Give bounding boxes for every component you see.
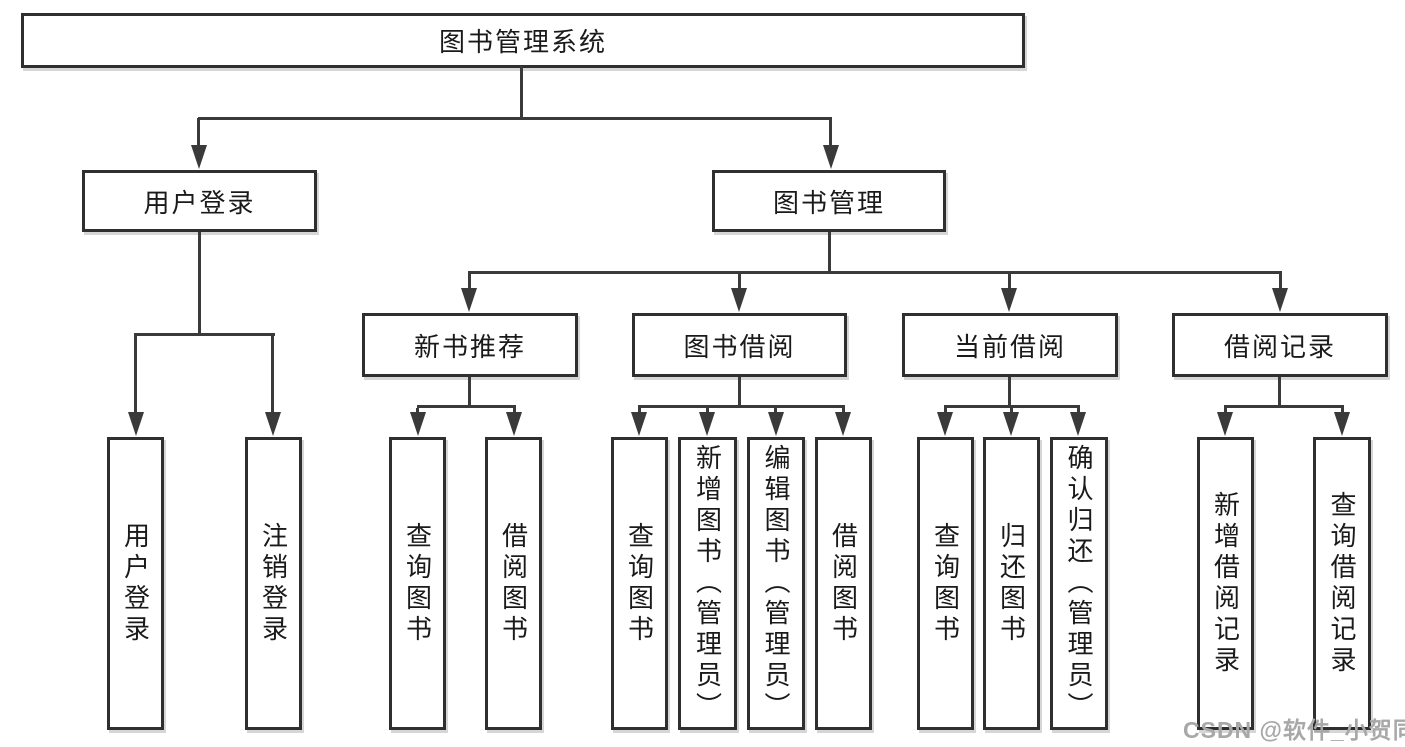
node-book-borrowing: 图书借阅: [632, 313, 847, 377]
arrow-down-icon: [823, 145, 839, 169]
connector-line: [828, 232, 831, 273]
arrow-down-icon: [1003, 412, 1019, 436]
leaf-logout-label: 注销登录: [258, 521, 289, 646]
leaf-confirm-return-admin-label: 确认归还（管理员）: [1064, 444, 1094, 723]
connector-line: [468, 377, 471, 407]
leaf-borrow-books-1-label: 借阅图书: [498, 521, 529, 646]
leaf-return-books-label: 归还图书: [996, 521, 1027, 646]
arrow-down-icon: [835, 412, 851, 436]
leaf-borrow-books-2: 借阅图书: [815, 437, 872, 730]
connector-line: [134, 336, 137, 414]
node-new-book-recommend-label: 新书推荐: [413, 331, 526, 362]
connector-line: [944, 405, 1080, 408]
connector-line: [1008, 274, 1011, 290]
arrow-down-icon: [1001, 288, 1017, 312]
arrow-down-icon: [128, 412, 144, 436]
arrow-down-icon: [768, 412, 784, 436]
connector-line: [738, 274, 741, 290]
connector-line: [738, 377, 741, 407]
arrow-down-icon: [731, 288, 747, 312]
leaf-return-books: 归还图书: [983, 437, 1040, 730]
leaf-add-books-admin-label: 新增图书（管理员）: [692, 444, 723, 723]
node-user-login: 用户登录: [82, 170, 317, 232]
leaf-query-books-1-label: 查询图书: [402, 521, 433, 646]
arrow-down-icon: [410, 412, 426, 436]
node-current-borrowing-label: 当前借阅: [953, 331, 1066, 362]
node-book-borrowing-label: 图书借阅: [683, 331, 796, 362]
connector-line: [468, 271, 1282, 274]
connector-line: [1008, 377, 1011, 407]
arrow-down-icon: [1272, 288, 1288, 312]
leaf-add-books-admin: 新增图书（管理员）: [678, 437, 737, 730]
connector-line: [198, 232, 201, 336]
watermark: CSDN @软件_小贺同学: [1183, 717, 1405, 743]
arrow-down-icon: [1334, 412, 1350, 436]
leaf-borrow-books-1: 借阅图书: [485, 437, 542, 730]
arrow-down-icon: [265, 412, 281, 436]
leaf-add-borrow-record: 新增借阅记录: [1197, 437, 1254, 730]
connector-line: [638, 405, 845, 408]
connector-line: [197, 118, 200, 148]
node-current-borrowing: 当前借阅: [902, 313, 1118, 377]
connector-line: [1278, 377, 1281, 407]
leaf-query-books-1: 查询图书: [389, 437, 446, 730]
leaf-query-borrow-record: 查询借阅记录: [1313, 437, 1371, 730]
node-library-system-label: 图书管理系统: [438, 27, 607, 57]
connector-line: [829, 118, 832, 148]
leaf-edit-books-admin-label: 编辑图书（管理员）: [761, 444, 791, 723]
connector-line: [417, 405, 516, 408]
connector-line: [1224, 405, 1344, 408]
leaf-user-login: 用户登录: [107, 437, 164, 730]
arrow-down-icon: [506, 412, 522, 436]
arrow-down-icon: [461, 288, 477, 312]
leaf-borrow-books-2-label: 借阅图书: [828, 521, 859, 646]
leaf-query-books-3-label: 查询图书: [930, 521, 961, 646]
arrow-down-icon: [937, 412, 953, 436]
connector-line: [198, 117, 832, 120]
arrow-down-icon: [631, 412, 647, 436]
arrow-down-icon: [1070, 412, 1086, 436]
arrow-down-icon: [1217, 412, 1233, 436]
leaf-query-books-2-label: 查询图书: [624, 521, 655, 646]
node-book-management-label: 图书管理: [772, 187, 885, 218]
connector-line: [271, 336, 274, 414]
node-new-book-recommend: 新书推荐: [362, 313, 578, 377]
node-borrow-records-label: 借阅记录: [1223, 331, 1336, 362]
connector-line: [468, 274, 471, 290]
node-borrow-records: 借阅记录: [1172, 313, 1388, 377]
node-library-system: 图书管理系统: [21, 13, 1025, 68]
arrow-down-icon: [191, 145, 207, 169]
leaf-query-books-2: 查询图书: [611, 437, 668, 730]
leaf-add-borrow-record-label: 新增借阅记录: [1210, 490, 1241, 677]
node-user-login-label: 用户登录: [143, 187, 256, 218]
leaf-user-login-label: 用户登录: [120, 521, 151, 646]
leaf-query-books-3: 查询图书: [917, 437, 974, 730]
connector-line: [1279, 274, 1282, 290]
leaf-logout: 注销登录: [245, 437, 302, 730]
leaf-query-borrow-record-label: 查询借阅记录: [1327, 490, 1357, 677]
connector-line: [134, 333, 275, 336]
leaf-confirm-return-admin: 确认归还（管理员）: [1050, 437, 1108, 730]
node-book-management: 图书管理: [712, 170, 946, 232]
arrow-down-icon: [699, 412, 715, 436]
connector-line: [520, 66, 523, 120]
leaf-edit-books-admin: 编辑图书（管理员）: [747, 437, 805, 730]
